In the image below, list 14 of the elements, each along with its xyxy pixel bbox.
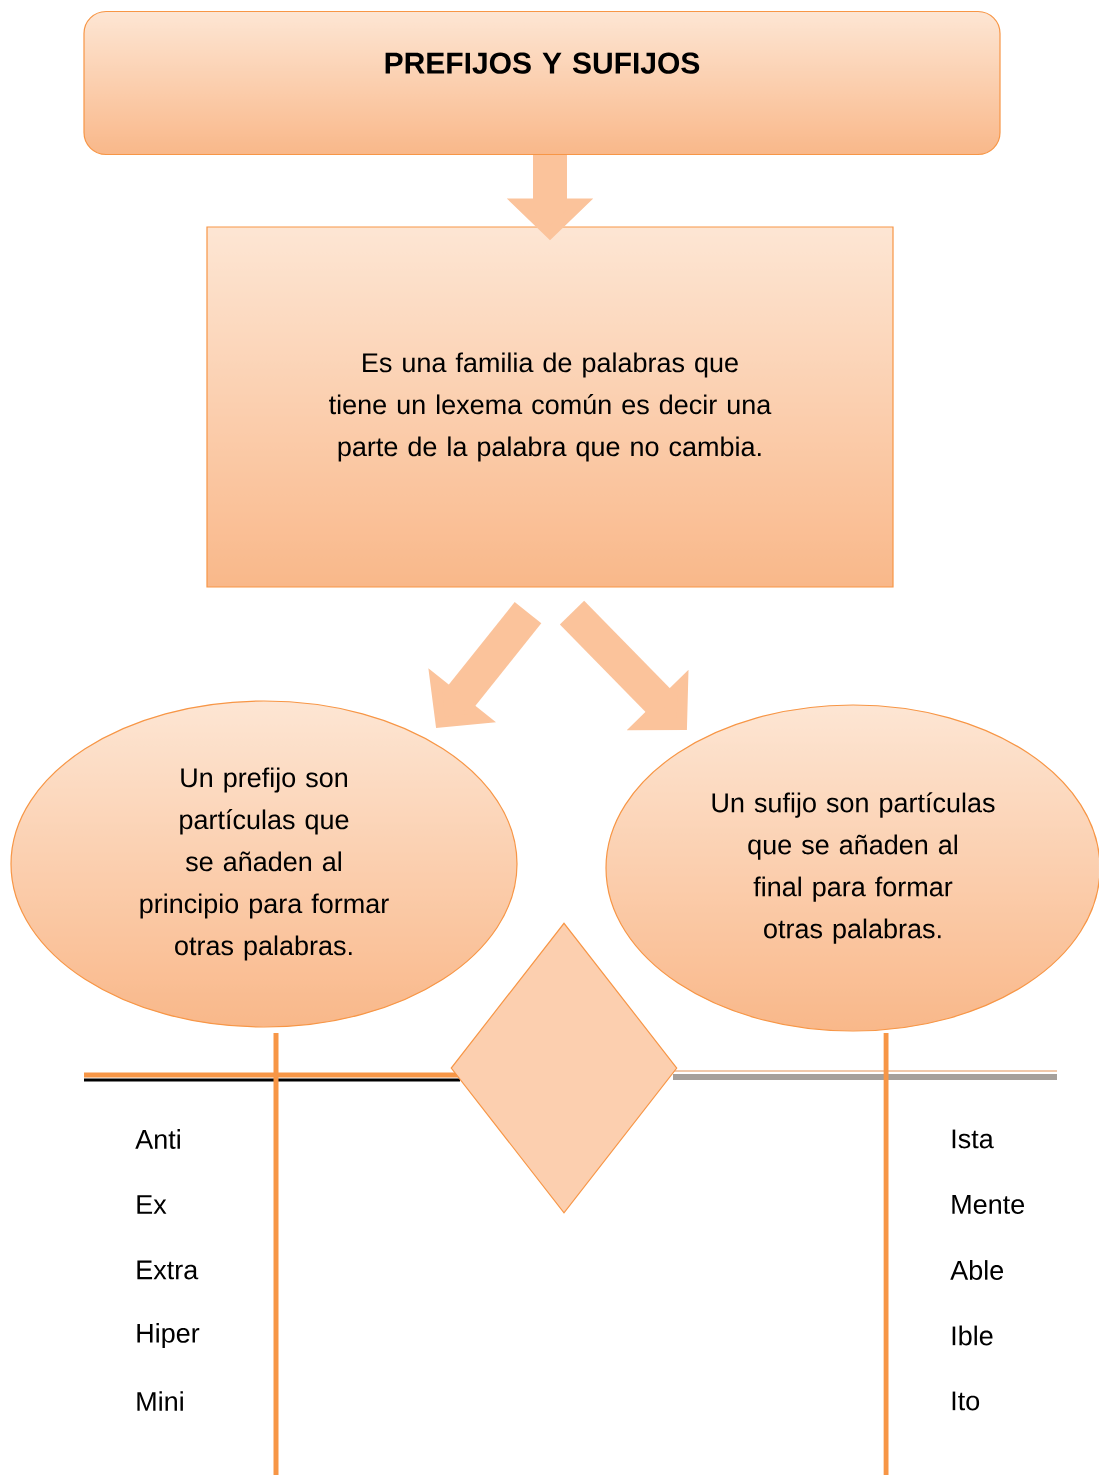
affix-label: Hiper <box>137 1322 200 1349</box>
block-arrow <box>559 600 689 731</box>
affix-label: Extra <box>137 1260 199 1280</box>
affix-label: Mente <box>952 1195 1025 1214</box>
affix-label: Ible <box>952 1325 993 1346</box>
affix-label: Ito <box>952 1391 980 1411</box>
definition-box: Es una familia de palabras que tiene un lexema común es decir una parte de la palabra que no cambia. <box>206 226 894 588</box>
affix-label: Anti <box>135 1129 180 1149</box>
diamond-shape <box>450 922 678 1214</box>
affix-label: Mini <box>137 1391 183 1411</box>
affix-label: Ista <box>952 1129 994 1149</box>
affix-label: Able <box>950 1260 1004 1280</box>
affix-label: Ex <box>137 1195 167 1214</box>
title-box: PREFIJOS Y SUFIJOS <box>83 10 1001 156</box>
